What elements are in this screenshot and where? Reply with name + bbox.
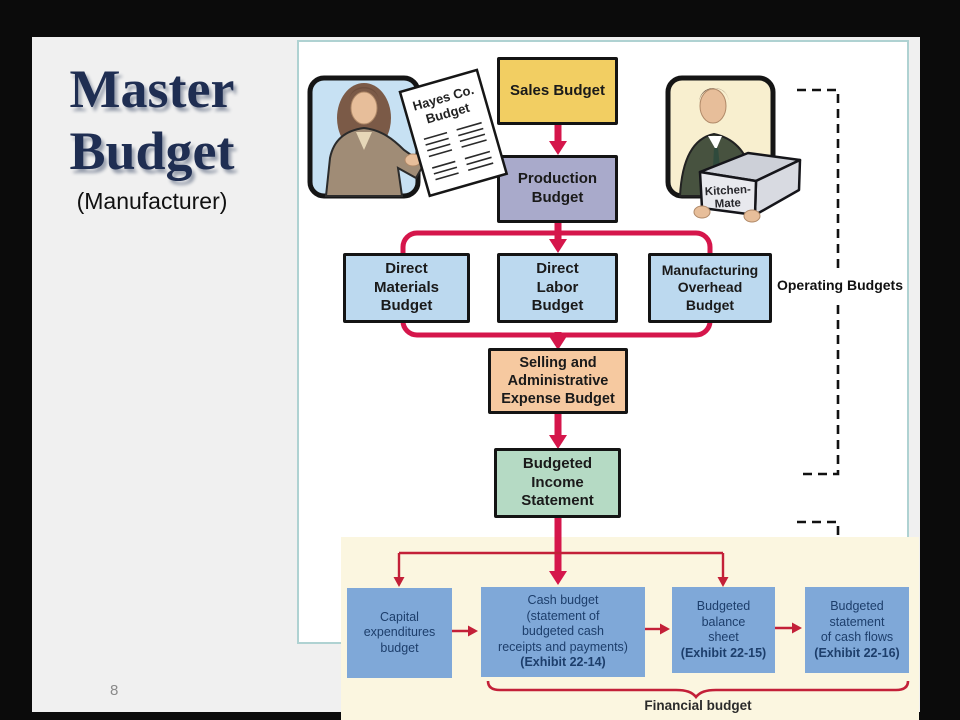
page-title-line1: Master <box>69 59 235 119</box>
capital-expenditures-label: Capital expenditures budget <box>363 609 436 655</box>
cash-budget-label: Cash budget (statement of budgeted cash … <box>498 593 628 654</box>
budgeted-cash-flows-label: Budgeted statement of cash flows <box>820 599 894 644</box>
cash-budget-exhibit: (Exhibit 22-14) <box>520 655 606 670</box>
manufacturing-overhead-budget-box: Manufacturing Overhead Budget <box>648 253 772 323</box>
cash-budget-box: Cash budget (statement of budgeted cash … <box>481 587 645 677</box>
budgeted-income-statement-box: Budgeted Income Statement <box>494 448 621 518</box>
budgeted-cash-flows-box: Budgeted statement of cash flows (Exhibi… <box>805 587 909 673</box>
title-block: Master Budget (Manufacturer) <box>38 58 266 215</box>
operating-budgets-label: Operating Budgets <box>776 277 903 293</box>
sales-budget-box: Sales Budget <box>497 57 618 125</box>
financial-budget-label: Financial budget <box>644 698 752 713</box>
budgeted-balance-sheet-box: Budgeted balance sheet (Exhibit 22-15) <box>672 587 775 673</box>
budgeted-cash-flows-exhibit: (Exhibit 22-16) <box>814 645 900 660</box>
budgeted-balance-sheet-exhibit: (Exhibit 22-15) <box>680 645 767 660</box>
selling-admin-expense-budget-box: Selling and Administrative Expense Budge… <box>488 348 628 414</box>
capital-expenditures-budget-box: Capital expenditures budget <box>347 588 452 678</box>
direct-labor-budget-box: Direct Labor Budget <box>497 253 618 323</box>
page-title-line2: Budget <box>69 121 235 181</box>
page-subtitle: (Manufacturer) <box>76 188 228 214</box>
direct-materials-budget-box: Direct Materials Budget <box>343 253 470 323</box>
production-budget-box: Production Budget <box>497 155 618 223</box>
page-number: 8 <box>110 682 119 699</box>
budgeted-balance-sheet-label: Budgeted balance sheet <box>696 599 751 644</box>
